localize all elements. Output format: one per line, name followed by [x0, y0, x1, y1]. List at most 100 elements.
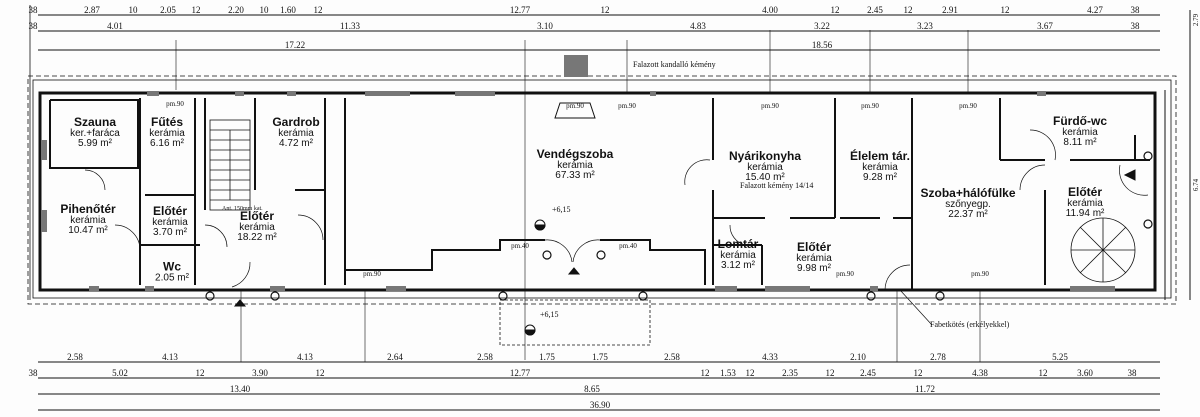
dimension-label: 12.77	[509, 368, 531, 378]
window-hatches	[41, 55, 1115, 291]
dimension-label: 38	[1127, 368, 1137, 378]
dimension-label: 2.45	[860, 368, 876, 378]
dimension-label: 38	[1130, 21, 1140, 31]
door-label: pm.40	[619, 242, 637, 250]
dimension-label: 10	[128, 5, 138, 15]
dimension-label: 17.22	[284, 40, 306, 50]
room-area: 10.47 m²	[68, 225, 108, 237]
dimension-label: 12	[700, 368, 710, 378]
dimension-label: 2.35	[782, 368, 798, 378]
dimension-label: 12	[191, 5, 201, 15]
door-label: pm.90	[618, 102, 636, 110]
room-area: 11.94 m²	[1065, 208, 1105, 220]
dimension-label: 2.78	[930, 352, 946, 362]
interior-walls	[49, 98, 1150, 290]
room-name: Szoba+hálófülke	[920, 186, 1016, 201]
dimension-label: 38	[1130, 5, 1140, 15]
dimension-label: 2.05	[160, 5, 176, 15]
room-floor: kerámia	[720, 249, 756, 261]
door-label: pm.90	[761, 102, 779, 110]
door-label: pm.90	[861, 102, 879, 110]
dimension-label: 3.23	[917, 21, 933, 31]
room-floor: kerámia	[152, 216, 188, 228]
terrace-outline	[499, 299, 651, 346]
room-floor: kerámia	[239, 221, 275, 233]
dimension-label: 3.60	[1077, 368, 1093, 378]
room-area: 18.22 m²	[237, 232, 277, 244]
side-dimension-label: 6.74	[1192, 178, 1200, 192]
dimension-label: 12	[830, 5, 840, 15]
dimension-label: 8.65	[584, 384, 600, 394]
dimension-label: 12	[195, 368, 205, 378]
room-name: Előtér	[152, 204, 188, 219]
room-area: 2.05 m²	[155, 272, 189, 284]
balcony-note: Fabetkötés (erkélyekkel)	[930, 320, 1010, 329]
room-floor: kerámia	[796, 252, 832, 264]
dimension-label: 38	[28, 368, 38, 378]
dimension-label: 38	[28, 5, 38, 15]
dimension-label: 4.38	[972, 368, 988, 378]
room-floor: kerámia	[278, 127, 314, 139]
dimension-label: 1.60	[280, 5, 296, 15]
room-area: 4.72 m²	[279, 138, 313, 150]
level-markers	[233, 169, 1136, 336]
dimension-label: 3.90	[252, 368, 268, 378]
room-name: Nyárikonyha	[728, 149, 802, 164]
room-area: 6.16 m²	[150, 138, 184, 150]
room-floor: kerámia	[149, 127, 185, 139]
room-floor: ker.+faráca	[70, 127, 120, 139]
dimension-label: 18.56	[811, 40, 833, 50]
dimension-label: 5.02	[112, 368, 128, 378]
room-floor: kerámia	[1062, 126, 1098, 138]
door-label: pm.90	[166, 100, 184, 108]
room-area: 8.11 m²	[1063, 137, 1097, 149]
room-area: 3.70 m²	[153, 227, 187, 239]
side-dimension-label: 2.79	[1192, 13, 1200, 27]
room-area: 9.28 m²	[863, 172, 897, 184]
room-area: 5.99 m²	[78, 138, 112, 150]
room-name: Előtér	[1067, 185, 1103, 200]
room-area: 9.98 m²	[797, 263, 831, 275]
room-name: Gardrob	[272, 115, 320, 130]
door-label: pm.40	[511, 242, 529, 250]
dimension-label: 4.13	[297, 352, 313, 362]
dimension-label: 4.83	[690, 21, 706, 31]
room-area: 3.12 m²	[721, 260, 755, 272]
dimension-label: 2.87	[84, 5, 100, 15]
dimension-label: 2.58	[477, 352, 493, 362]
level-bottom: +6,15	[540, 310, 559, 319]
room-name: Élelem tár.	[849, 149, 911, 164]
level-top: +6,15	[552, 205, 571, 214]
fireplace-note: Falazott kandalló kémény	[633, 60, 716, 69]
total-length-label: 36.90	[589, 400, 611, 410]
dimension-label: 4.01	[107, 21, 123, 31]
stairs-icon	[209, 119, 251, 211]
dimension-label: 13.40	[229, 384, 251, 394]
dimension-label: 11.33	[340, 21, 360, 31]
room-name: Lomtár	[717, 237, 759, 252]
dimension-label: 1.75	[592, 352, 608, 362]
room-name: Pihenőtér	[60, 202, 116, 217]
dimension-label: 12	[825, 368, 835, 378]
dimension-label: 4.27	[1087, 5, 1103, 15]
dimension-label: 10	[259, 5, 269, 15]
spiral-stair-icon	[1070, 217, 1136, 283]
door-label: pm.90	[363, 270, 381, 278]
dimension-label: 38	[28, 21, 38, 31]
dimension-label: 2.58	[664, 352, 680, 362]
door-swings	[84, 129, 1149, 291]
room-name: Fűtés	[150, 115, 184, 130]
dimension-label: 12	[315, 368, 325, 378]
dimension-label: 2.58	[67, 352, 83, 362]
dimension-label: 5.25	[1052, 352, 1068, 362]
